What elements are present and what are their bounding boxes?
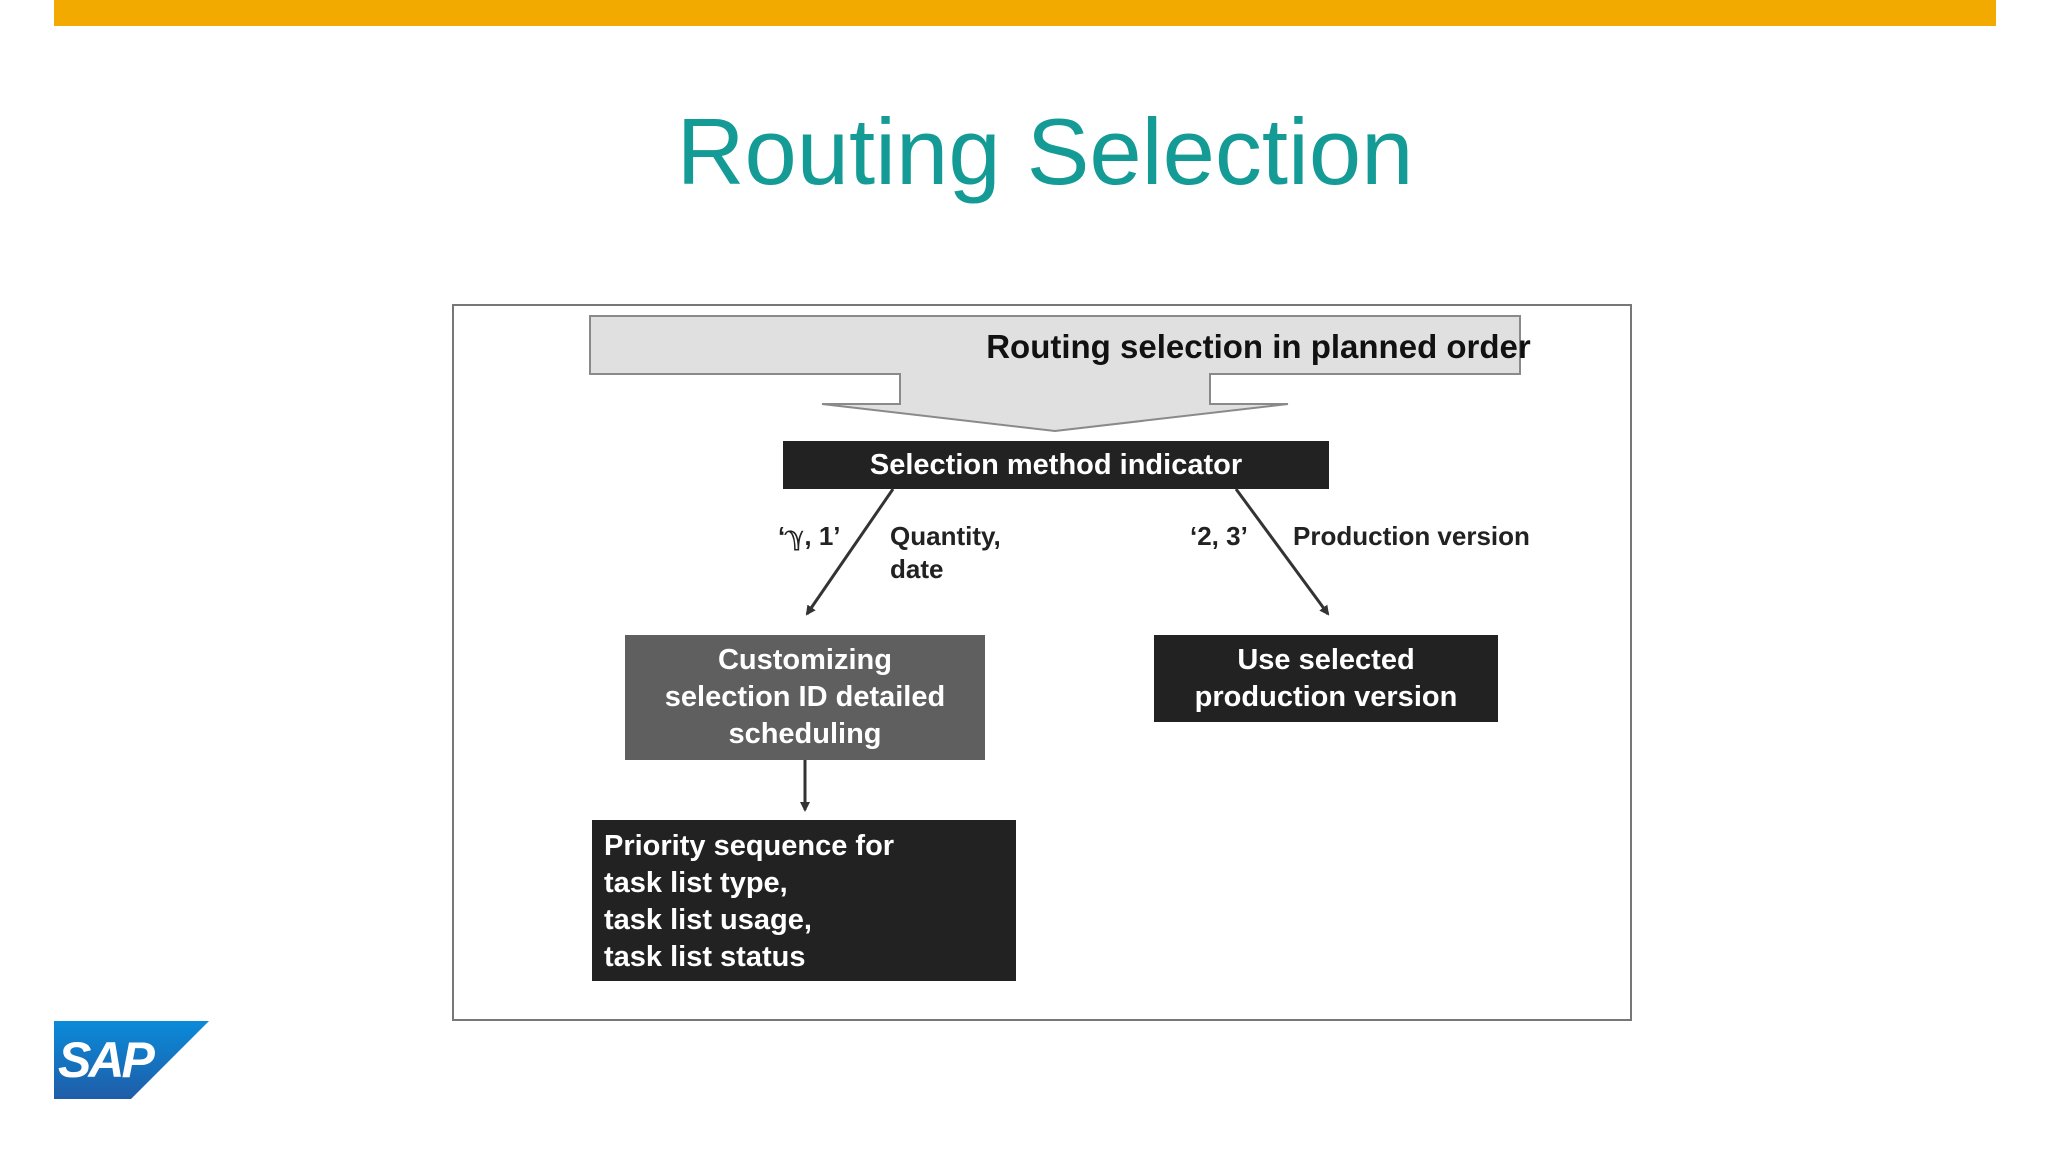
priority-box-label: Priority sequence for task list type, ta… — [604, 830, 895, 973]
right-edge-arrow — [1234, 488, 1330, 616]
top-accent-bar — [54, 0, 1996, 26]
left-edge-code: ‘ℽ, 1’ — [778, 521, 841, 551]
customizing-box — [625, 635, 985, 760]
selection-method-box — [783, 441, 1329, 489]
customizing-box-label: Customizing selection ID detailed schedu… — [664, 644, 946, 750]
header-arrow-shape — [589, 315, 1521, 433]
left-edge-criteria: Quantity, date — [890, 521, 1001, 584]
method-indicator-label: Selection method indicator — [869, 449, 1243, 481]
right-edge-criteria: Production version — [1293, 521, 1530, 551]
priority-box — [592, 820, 1016, 981]
sap-logo: SAP — [54, 1021, 209, 1099]
production-version-box — [1154, 635, 1498, 722]
header-label: Routing selection in planned order — [986, 328, 1531, 365]
slide-title: Routing Selection — [676, 99, 1414, 204]
left-edge-arrow — [805, 488, 895, 616]
production-box-label: Use selected production version — [1194, 643, 1458, 713]
right-edge-code: ‘2, 3’ — [1190, 521, 1248, 551]
sap-logo-text: SAP — [58, 1032, 155, 1088]
